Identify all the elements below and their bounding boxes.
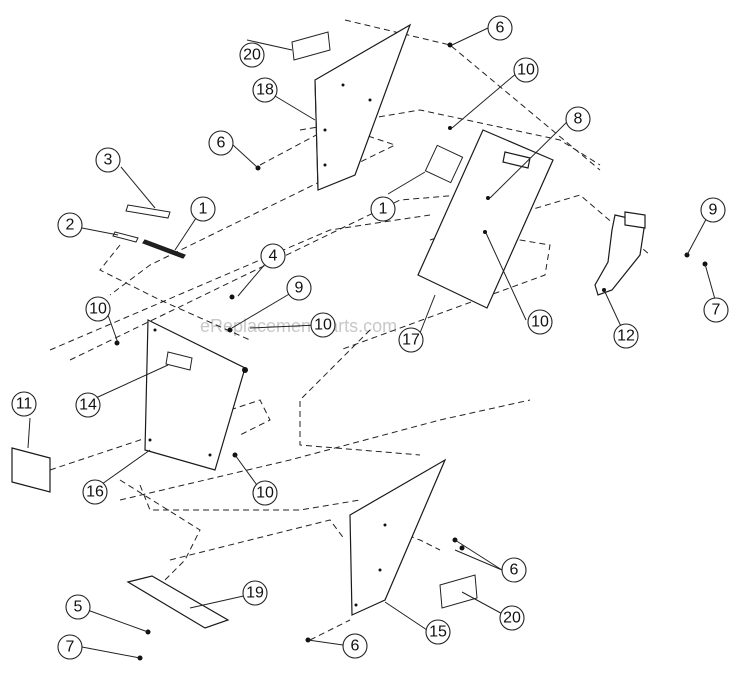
- side-panel-15: [349, 458, 447, 616]
- svg-text:10: 10: [314, 317, 332, 334]
- svg-text:15: 15: [429, 624, 447, 641]
- callout-8[interactable]: 8: [565, 106, 591, 132]
- door-panel-18: [417, 126, 554, 309]
- callout-2[interactable]: 2: [57, 212, 83, 238]
- svg-text:10: 10: [517, 62, 535, 79]
- svg-text:7: 7: [66, 639, 75, 656]
- callout-10-door[interactable]: 10: [527, 309, 553, 335]
- svg-text:10: 10: [531, 314, 549, 331]
- callout-1-right[interactable]: 1: [370, 196, 396, 222]
- svg-text:1: 1: [379, 201, 388, 218]
- svg-text:1: 1: [199, 201, 208, 218]
- callout-5[interactable]: 5: [65, 594, 91, 620]
- svg-text:12: 12: [617, 328, 635, 345]
- plate-11: [11, 447, 51, 493]
- callout-4[interactable]: 4: [260, 243, 286, 269]
- callout-10-left[interactable]: 10: [85, 296, 111, 322]
- svg-text:19: 19: [246, 585, 264, 602]
- svg-text:2: 2: [66, 217, 75, 234]
- svg-text:16: 16: [86, 484, 104, 501]
- svg-text:5: 5: [74, 599, 83, 616]
- callout-9-left[interactable]: 9: [286, 275, 312, 301]
- label-parts-1-2-3: [112, 204, 186, 259]
- callout-17[interactable]: 16: [82, 479, 108, 505]
- callout-7-right[interactable]: 7: [703, 297, 729, 323]
- callout-6-bottom[interactable]: 6: [342, 633, 368, 659]
- callout-11[interactable]: 11: [11, 391, 37, 417]
- callout-leaders: [27, 27, 719, 659]
- callout-6-right[interactable]: 6: [501, 557, 527, 583]
- svg-text:4: 4: [269, 248, 278, 265]
- svg-text:20: 20: [243, 47, 261, 64]
- decal-20-top: [291, 31, 331, 61]
- svg-text:3: 3: [104, 152, 113, 169]
- latch-handle-12: [594, 211, 646, 296]
- callout-10-mid[interactable]: 10: [310, 312, 336, 338]
- svg-text:10: 10: [256, 485, 274, 502]
- svg-text:17: 17: [402, 332, 420, 349]
- callout-9-right[interactable]: 9: [700, 197, 726, 223]
- callout-12[interactable]: 12: [613, 323, 639, 349]
- callout-3[interactable]: 3: [95, 147, 121, 173]
- callout-16[interactable]: 18: [252, 77, 278, 103]
- callout-6-left[interactable]: 6: [208, 130, 234, 156]
- svg-text:6: 6: [217, 135, 226, 152]
- callout-6-top[interactable]: 6: [487, 15, 513, 41]
- svg-text:10: 10: [89, 301, 107, 318]
- svg-text:18: 18: [256, 82, 274, 99]
- svg-text:11: 11: [16, 396, 33, 413]
- callout-7-bottom[interactable]: 7: [57, 634, 83, 660]
- svg-text:6: 6: [496, 20, 505, 37]
- svg-text:14: 14: [79, 397, 97, 414]
- callout-15[interactable]: 15: [425, 619, 451, 645]
- svg-text:7: 7: [712, 302, 721, 319]
- svg-text:6: 6: [510, 562, 519, 579]
- svg-text:20: 20: [503, 610, 521, 627]
- svg-text:8: 8: [574, 111, 583, 128]
- svg-text:9: 9: [295, 280, 304, 297]
- svg-text:6: 6: [351, 638, 360, 655]
- callout-18[interactable]: 17: [398, 327, 424, 353]
- bottom-plate-19: [126, 575, 230, 629]
- side-panel-16: [314, 23, 412, 191]
- callout-20-bottom[interactable]: 20: [499, 605, 525, 631]
- decal-20-bottom: [439, 574, 478, 609]
- callout-10-bottom[interactable]: 10: [252, 480, 278, 506]
- callout-1-left[interactable]: 1: [190, 196, 216, 222]
- callout-19[interactable]: 19: [242, 580, 268, 606]
- svg-text:9: 9: [709, 202, 718, 219]
- callout-14[interactable]: 14: [75, 392, 101, 418]
- callout-10-top[interactable]: 10: [513, 57, 539, 83]
- callout-20-top[interactable]: 20: [239, 42, 265, 68]
- front-panel-17: [144, 319, 248, 471]
